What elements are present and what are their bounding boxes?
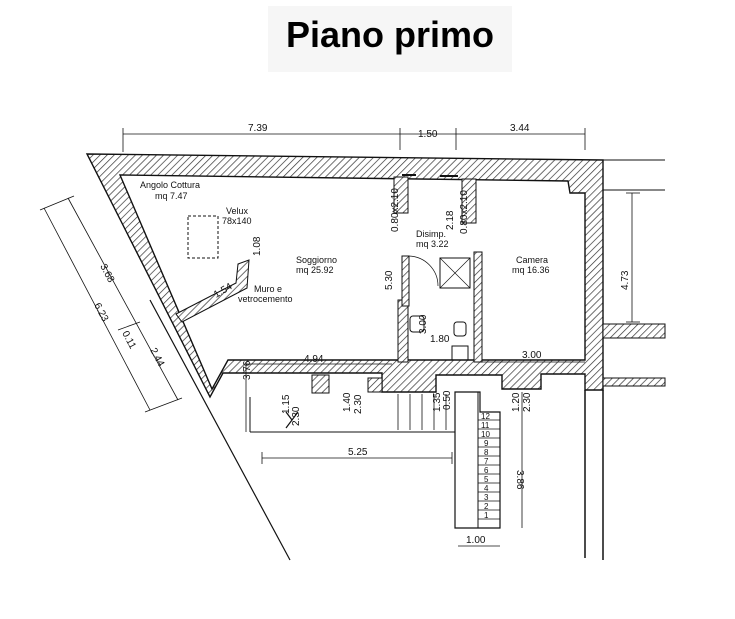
dimension-label: 0.80x2.10: [459, 190, 470, 234]
dimension-label: 3.76: [242, 360, 253, 380]
step-number: 5: [484, 475, 489, 484]
step-number: 11: [481, 421, 490, 430]
door-swing: [408, 255, 439, 287]
muro-label: Muro e: [254, 284, 282, 294]
dimension-label: 3.00: [522, 350, 542, 361]
dimension-label: 5.30: [384, 270, 395, 290]
partition-wall: [397, 299, 409, 363]
room-name-camera: Camera: [516, 255, 548, 265]
partition-wall: [461, 178, 477, 224]
dimension-label: 2.18: [445, 210, 456, 230]
dimension-label: 2.30: [353, 394, 364, 414]
dimension-label: 4.73: [620, 270, 631, 290]
balcony-pillar: [311, 374, 330, 394]
dimension-label: 1.40: [342, 392, 353, 412]
dimension-label: 2.30: [291, 406, 302, 426]
sink: [451, 345, 469, 361]
stair-step-numbers: 12 11 10 9 8 7 6 5 4 3 2 1: [481, 412, 490, 520]
dimension-label: 7.39: [248, 123, 268, 134]
velux-label: Velux: [226, 206, 249, 216]
toilet: [409, 315, 425, 333]
kitchen-wall: [175, 259, 250, 323]
dimension-label: 1.08: [252, 236, 263, 256]
room-name-soggiorno: Soggiorno: [296, 255, 337, 265]
dimension-label: 0.50: [442, 390, 453, 410]
bidet: [453, 321, 467, 337]
balcony-door-symbol: [285, 411, 299, 429]
partition-wall: [473, 251, 483, 363]
dimension-label: 0.11: [119, 329, 138, 351]
room-area-angolo-cottura: mq 7.47: [155, 191, 188, 201]
step-number: 4: [484, 484, 489, 493]
dimension-label: 3.44: [510, 123, 530, 134]
step-number: 10: [481, 430, 490, 439]
dimension-label: 4.94: [304, 354, 324, 365]
step-number: 6: [484, 466, 489, 475]
plan-title: Piano primo: [285, 14, 495, 55]
step-number: 7: [484, 457, 489, 466]
room-name-angolo-cottura: Angolo Cottura: [140, 180, 200, 190]
dimension-label: 1.50: [418, 129, 438, 140]
room-name-disimpegno: Disimp.: [416, 229, 446, 239]
stair-treads: [478, 419, 500, 520]
dimension-label: 1.35: [432, 392, 443, 412]
dimension-label: 2.30: [522, 392, 533, 412]
step-number: 8: [484, 448, 489, 457]
shower-tray: [439, 257, 471, 289]
step-number: 3: [484, 493, 489, 502]
dimension-label: 3.86: [514, 470, 525, 490]
step-number: 1: [484, 511, 489, 520]
step-number: 2: [484, 502, 489, 511]
dimension-lines: [39, 128, 640, 547]
step-number: 12: [481, 412, 490, 421]
partition-wall: [393, 176, 409, 214]
velux-size: 78x140: [222, 216, 252, 226]
room-area-camera: mq 16.36: [512, 265, 550, 275]
neighbour-wall: [602, 323, 666, 339]
velux-window: [187, 215, 219, 259]
stair-landing-treads: [397, 394, 447, 430]
room-area-disimpegno: mq 3.22: [416, 239, 449, 249]
neighbour-wall: [602, 377, 666, 387]
dimension-label: 0.80x2.10: [390, 188, 401, 232]
partition-wall: [401, 255, 410, 307]
dimension-label: 5.25: [348, 447, 368, 458]
dimension-label: 3.00: [418, 314, 429, 334]
title-background: [268, 6, 512, 72]
room-area-soggiorno: mq 25.92: [296, 265, 334, 275]
dimension-label: 1.80: [430, 334, 450, 345]
balcony-pillar: [367, 377, 383, 393]
dimension-label: 1.15: [281, 394, 292, 414]
step-number: 9: [484, 439, 489, 448]
dimension-label: 6.23: [91, 301, 110, 324]
dimension-label: 1.20: [511, 392, 522, 412]
dimension-label: 1.00: [466, 535, 486, 546]
vetrocemento-label: vetrocemento: [238, 294, 293, 304]
dimension-label: 2.44: [147, 346, 166, 369]
